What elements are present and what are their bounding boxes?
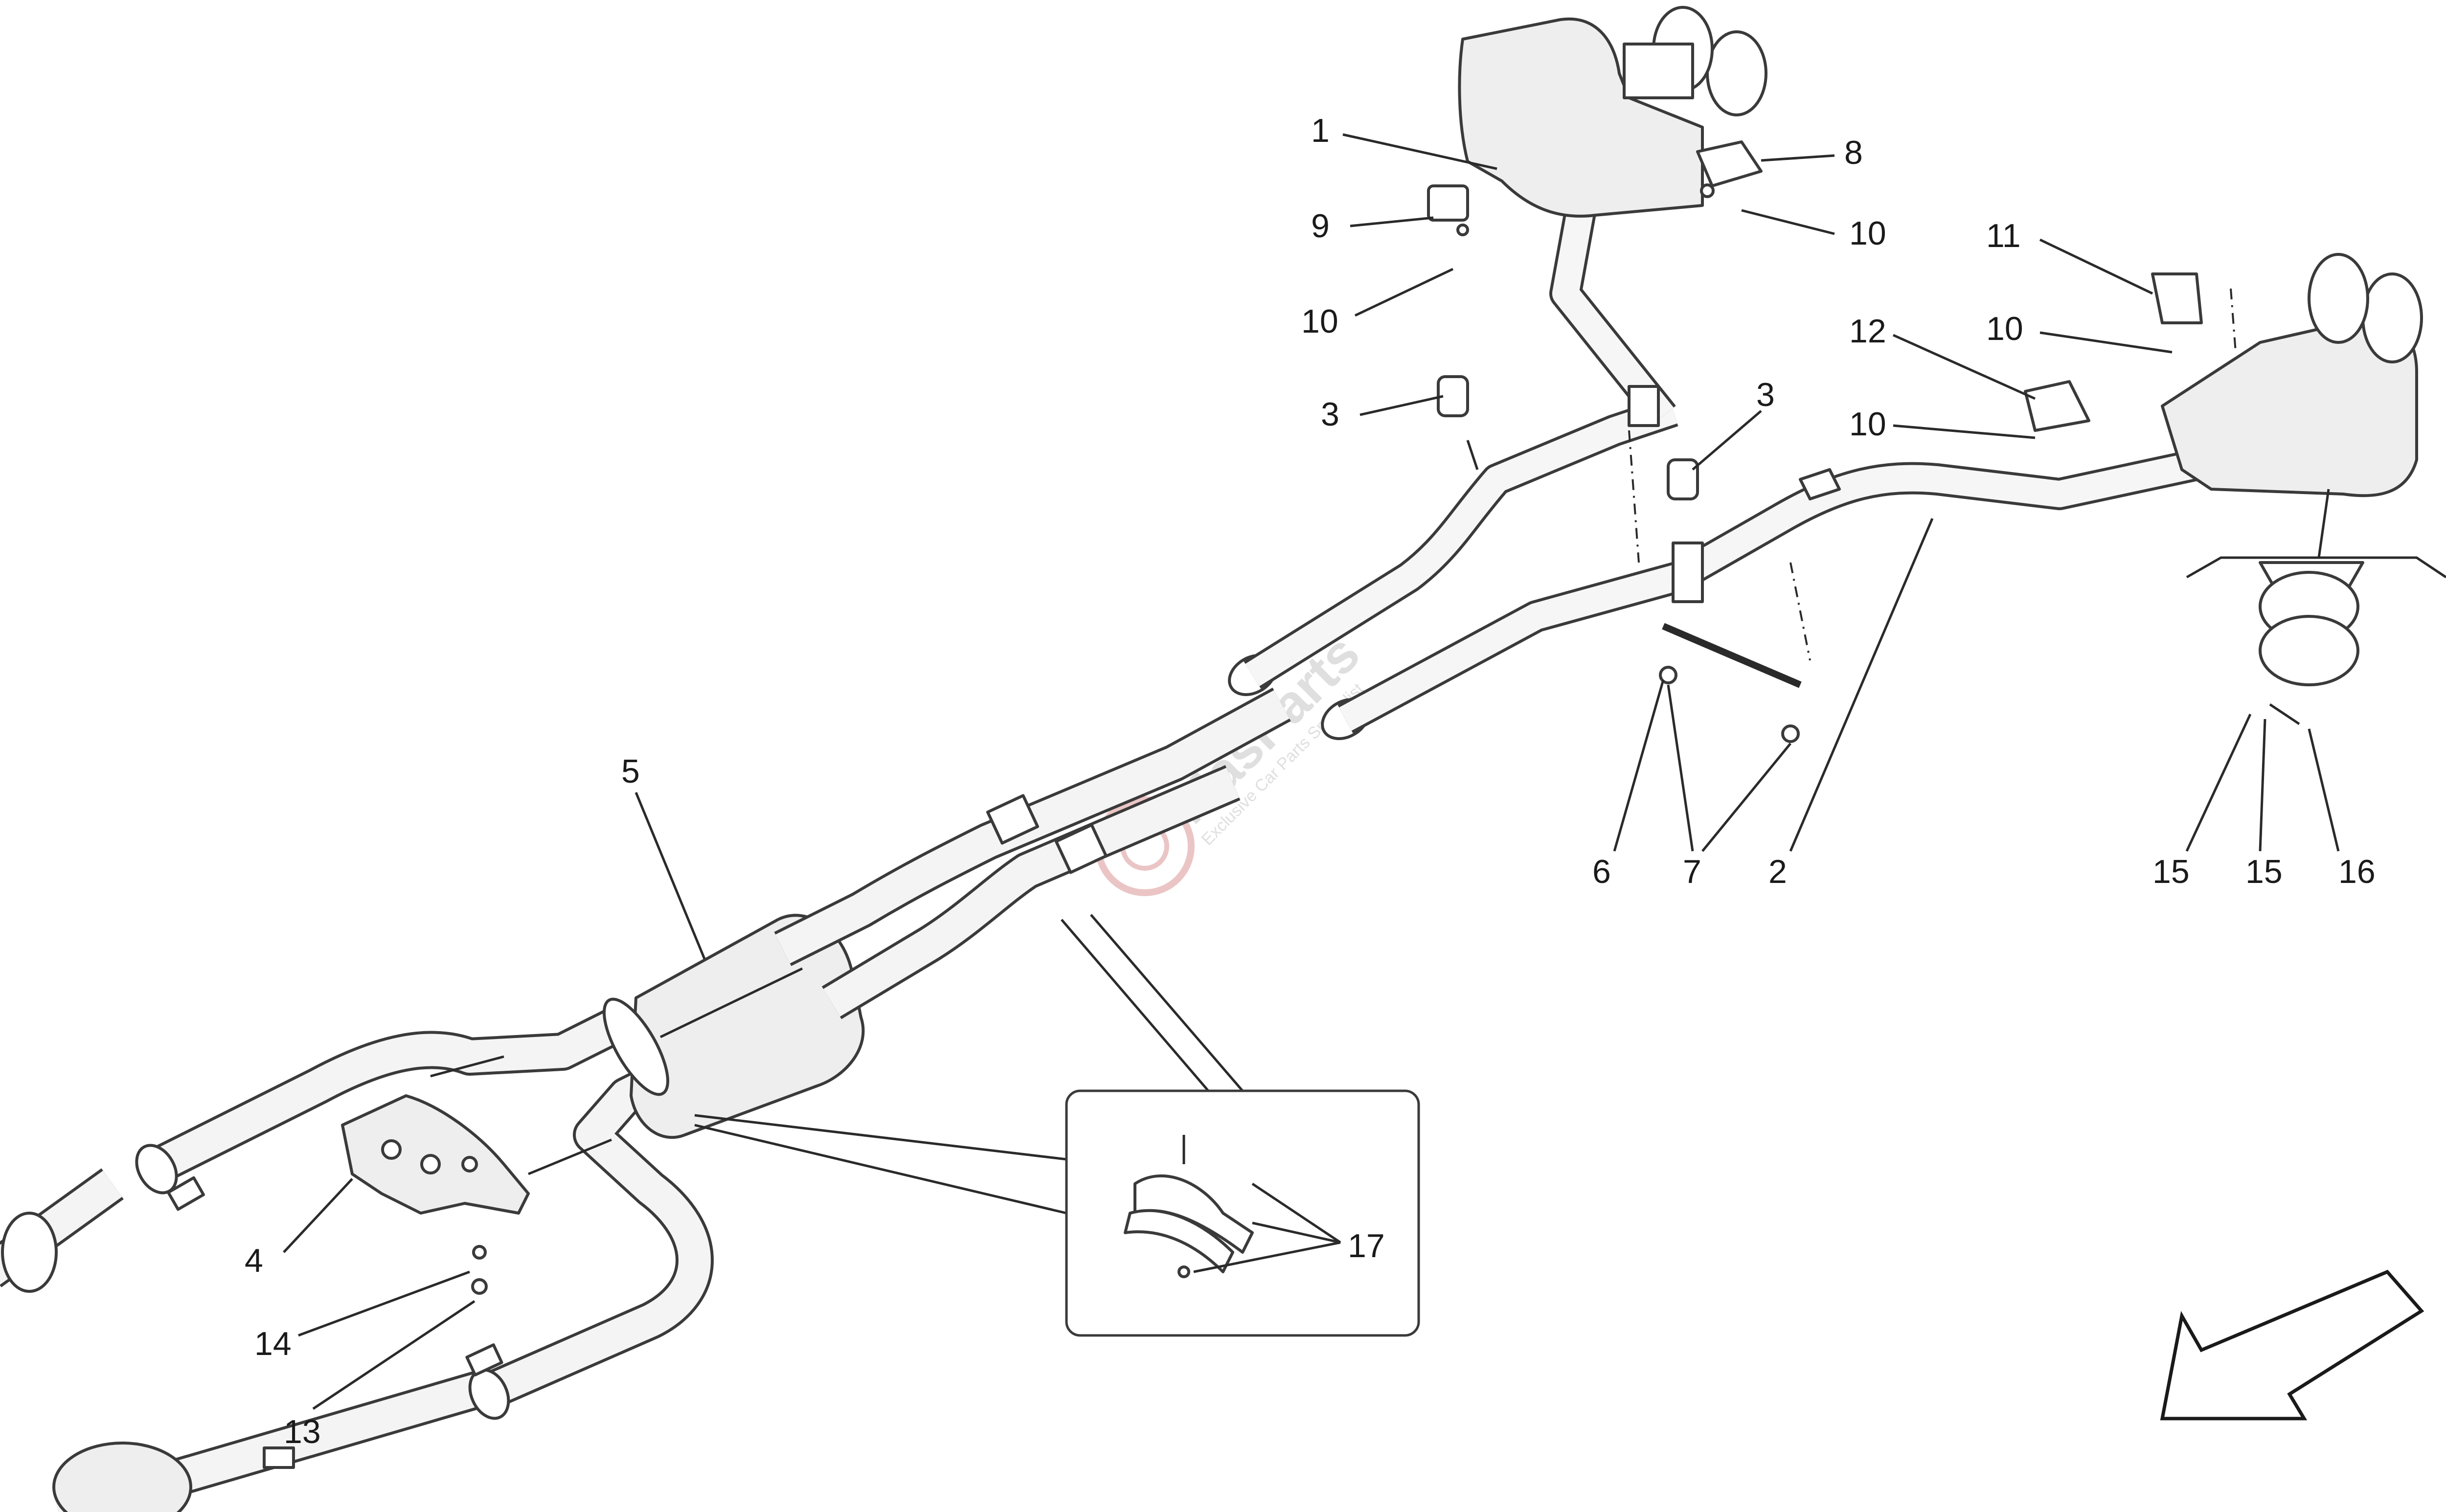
callout-3b: 3: [1756, 376, 1775, 413]
front-pipe-upper: [135, 1000, 640, 1211]
inset-detail-17: [694, 914, 1420, 1337]
front-pipe-lower: [465, 1039, 714, 1420]
callout-labels: 1 2 3 3 4 5 6 7 8 9 10 10 10 10 11 12 13…: [245, 112, 2376, 1450]
callout-9: 9: [1311, 207, 1330, 245]
callout-12: 12: [1849, 313, 1886, 350]
bracket-9: [1427, 184, 1469, 236]
hanger-rod: [528, 1138, 612, 1175]
rear-pipe-left: [1244, 183, 1678, 689]
bolt-7a: [1659, 666, 1677, 684]
callout-15b: 16: [2338, 853, 2376, 890]
callout-8: 8: [1844, 134, 1863, 171]
callout-17: 17: [1348, 1227, 1385, 1264]
valve-actuator: [2259, 561, 2364, 725]
heat-shield-4: [341, 1094, 530, 1215]
stabilizer-bar-6: [1662, 623, 1802, 688]
bolt-7b: [1781, 724, 1800, 743]
bracket-12: [2024, 380, 2090, 432]
screw-13: [471, 1278, 488, 1295]
bracket-11: [2151, 272, 2203, 324]
downpipe-left-upper: [0, 1168, 124, 1293]
callout-7: 7: [1683, 853, 1701, 890]
callout-1: 1: [1311, 112, 1330, 149]
callout-16: 15: [2245, 853, 2283, 890]
callout-10c: 10: [1986, 310, 2023, 347]
bracket-8: [1696, 140, 1763, 198]
hanger-rod: [430, 1055, 504, 1078]
inset-frame: [1065, 1089, 1420, 1337]
washer-14: [472, 1245, 487, 1260]
callout-leaders: [283, 133, 2446, 1410]
front-direction-arrow-icon: [2160, 1269, 2424, 1421]
callout-11: 11: [1986, 217, 2021, 254]
callout-4: 4: [245, 1242, 263, 1279]
mid-pipe-twin: [774, 687, 1291, 1019]
rubber-hanger-3b: [1667, 458, 1699, 500]
downpipe-left-lower: [52, 1371, 485, 1512]
callout-10a: 10: [1301, 303, 1338, 340]
callout-10b: 10: [1849, 215, 1886, 252]
central-resonator: [603, 914, 865, 1139]
silencer-right: [2161, 253, 2423, 497]
callout-14: 14: [254, 1325, 292, 1362]
callout-15a: 15: [2152, 853, 2190, 890]
callout-10d: 10: [1849, 406, 1886, 443]
callout-3a: 3: [1321, 396, 1339, 433]
callout-13: 13: [284, 1413, 321, 1450]
rear-pipe-right: [1337, 449, 2200, 734]
callout-5: 5: [621, 753, 640, 790]
silencer-left: [1458, 6, 1767, 218]
callout-6: 6: [1592, 853, 1611, 890]
callout-2: 2: [1768, 853, 1787, 890]
